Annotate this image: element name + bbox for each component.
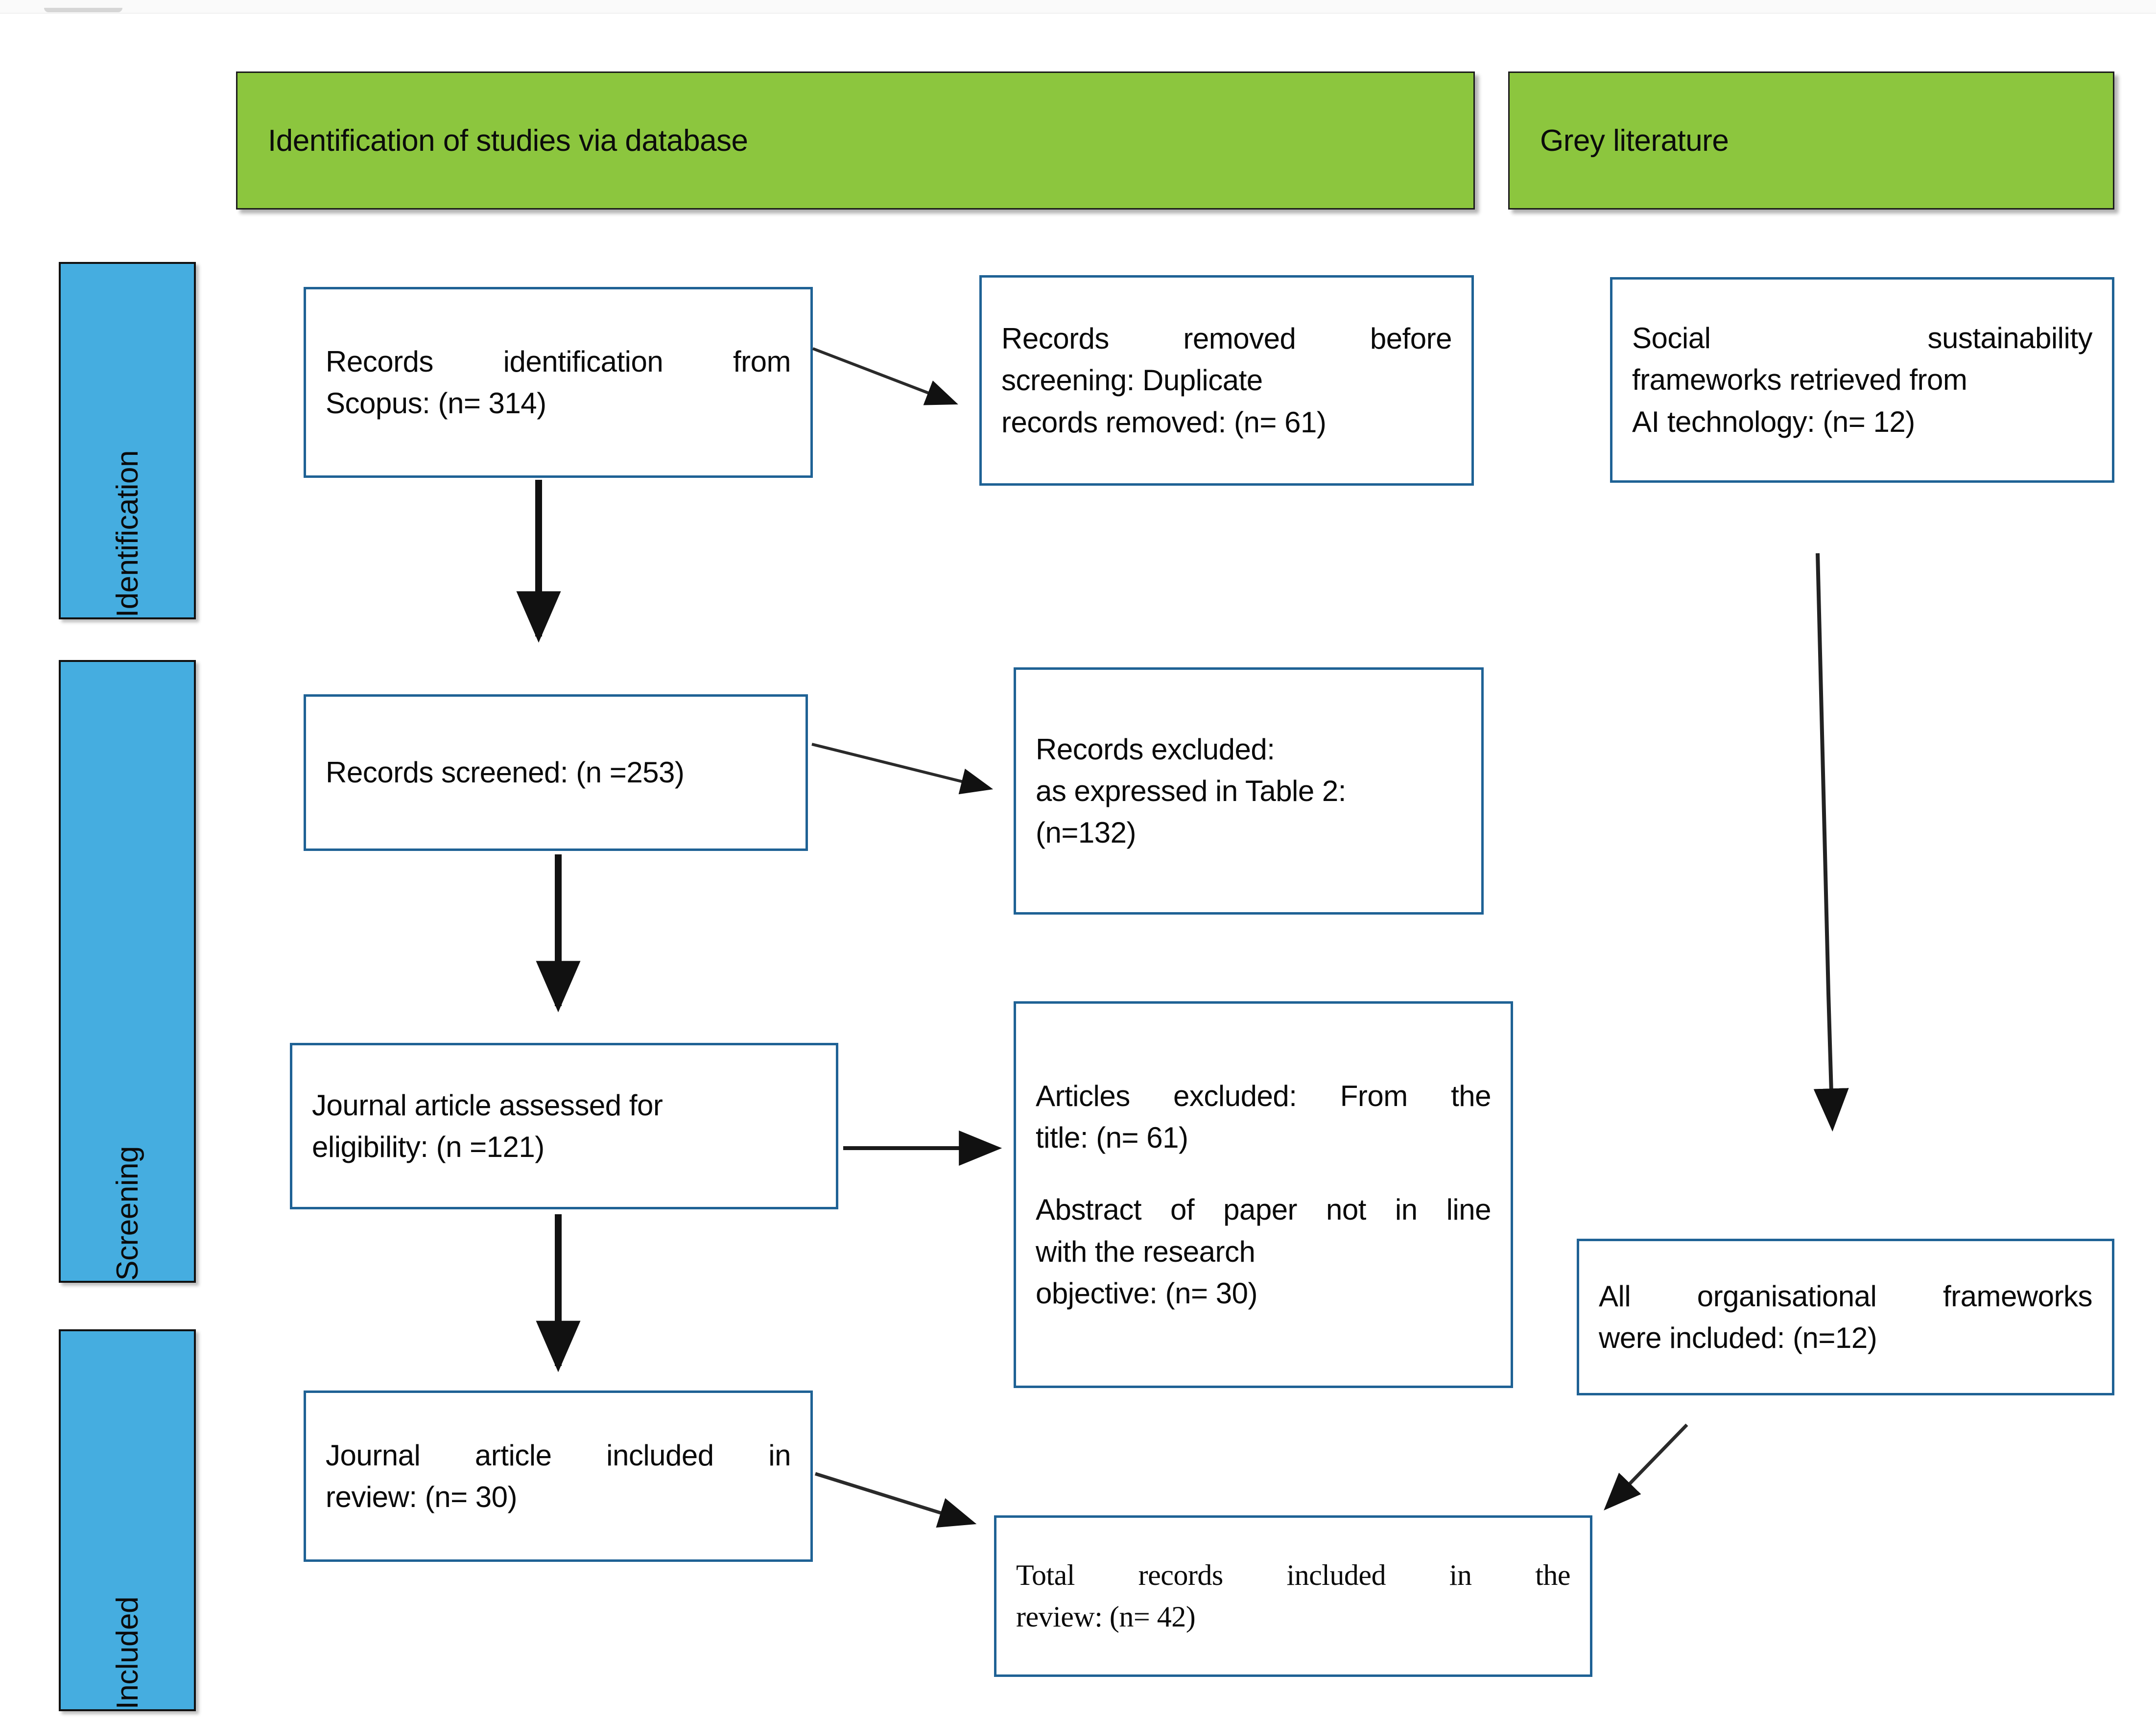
phase-bar-identification: Identification <box>59 262 196 619</box>
box-grey-frameworks-retrieved: Social sustainability frameworks retriev… <box>1610 277 2114 483</box>
box-organisational-frameworks-text: All organisational frameworks were inclu… <box>1599 1275 2093 1359</box>
phase-bar-screening: Screening <box>59 660 196 1283</box>
text-line: as expressed in Table 2: <box>1036 774 1346 807</box>
scan-smudge-mark <box>44 8 122 12</box>
stage-header-database: Identification of studies via database <box>236 71 1475 210</box>
box-grey-frameworks-text: Social sustainability frameworks retriev… <box>1632 317 2093 443</box>
text-line: Journal article assessed for <box>312 1088 663 1122</box>
box-records-screened: Records screened: (n =253) <box>304 694 808 851</box>
box-total-records-included: Total records included in the review: (n… <box>994 1515 1592 1677</box>
box-records-removed-text: Records removed before screening: Duplic… <box>1001 318 1452 443</box>
paragraph-gap <box>1036 1158 1491 1189</box>
box-articles-included-text: Journal article included in review: (n= … <box>326 1435 791 1518</box>
text-line: Records identification from <box>326 345 791 378</box>
text-line: Records excluded: <box>1036 732 1275 766</box>
text-line: frameworks retrieved from <box>1632 363 1967 397</box>
box-articles-excluded-text-block-a: Articles excluded: From the title: (n= 6… <box>1036 1075 1492 1158</box>
box-articles-assessed: Journal article assessed for eligibility… <box>290 1043 838 1209</box>
text-line: Records removed before <box>1001 322 1452 355</box>
box-articles-included: Journal article included in review: (n= … <box>304 1390 813 1562</box>
box-records-removed-before-screening: Records removed before screening: Duplic… <box>979 275 1474 486</box>
box-organisational-frameworks-included: All organisational frameworks were inclu… <box>1577 1239 2114 1395</box>
text-line: title: (n= 61) <box>1036 1121 1188 1155</box>
box-articles-assessed-text: Journal article assessed for eligibility… <box>312 1084 816 1168</box>
text-line: were included: (n=12) <box>1599 1321 1877 1354</box>
text-line: with the research <box>1036 1235 1256 1268</box>
text-line: records removed: (n= 61) <box>1001 405 1327 439</box>
arrow-grey-retrieved-to-frameworks <box>1813 553 1849 1132</box>
text-line: objective: (n= 30) <box>1036 1276 1257 1310</box>
text-line: eligibility: (n =121) <box>312 1131 545 1163</box>
arrow-frameworks-to-total <box>1604 1423 1688 1511</box>
stage-header-database-label: Identification of studies via database <box>268 123 748 158</box>
box-total-records-included-text: Total records included in the review: (n… <box>1016 1555 1571 1638</box>
box-records-excluded-text: Records excluded: as expressed in Table … <box>1036 729 1462 854</box>
text-line: (n=132) <box>1036 816 1136 849</box>
text-line: Records screened: (n =253) <box>326 756 685 789</box>
text-line: Total records included in the <box>1016 1558 1571 1591</box>
text-line: Social sustainability <box>1632 322 2093 355</box>
phase-bar-included-label: Included <box>110 1596 144 1709</box>
box-articles-excluded: Articles excluded: From the title: (n= 6… <box>1014 1001 1513 1388</box>
box-records-identified-text: Records identification from Scopus: (n= … <box>326 341 791 424</box>
text-line: AI technology: (n= 12) <box>1632 405 1915 438</box>
phase-bar-screening-label: Screening <box>110 1146 144 1281</box>
phase-bar-identification-label: Identification <box>110 450 144 617</box>
box-articles-excluded-text-block-b: Abstract of paper not in line with the r… <box>1036 1189 1492 1314</box>
text-line: review: (n= 30) <box>326 1481 518 1513</box>
arrow-identified-to-removed <box>812 347 958 405</box>
box-records-excluded: Records excluded: as expressed in Table … <box>1014 667 1484 915</box>
text-line: review: (n= 42) <box>1016 1601 1196 1633</box>
box-records-screened-text: Records screened: (n =253) <box>326 752 786 793</box>
text-line: screening: Duplicate <box>1001 364 1263 397</box>
text-line: Journal article included in <box>326 1438 791 1472</box>
arrow-included-to-total <box>814 1472 977 1528</box>
scan-edge-artifact <box>0 0 2156 14</box>
text-line: All organisational frameworks <box>1599 1279 2093 1313</box>
text-line: Abstract of paper not in line <box>1036 1193 1492 1226</box>
phase-bar-included: Included <box>59 1329 196 1711</box>
text-line: Articles excluded: From the <box>1036 1080 1492 1113</box>
arrow-screened-to-excluded <box>811 743 994 795</box>
stage-header-grey-literature: Grey literature <box>1508 71 2114 210</box>
stage-header-grey-literature-label: Grey literature <box>1540 123 1729 158</box>
text-line: Scopus: (n= 314) <box>326 387 546 420</box>
box-records-identified: Records identification from Scopus: (n= … <box>304 287 813 478</box>
